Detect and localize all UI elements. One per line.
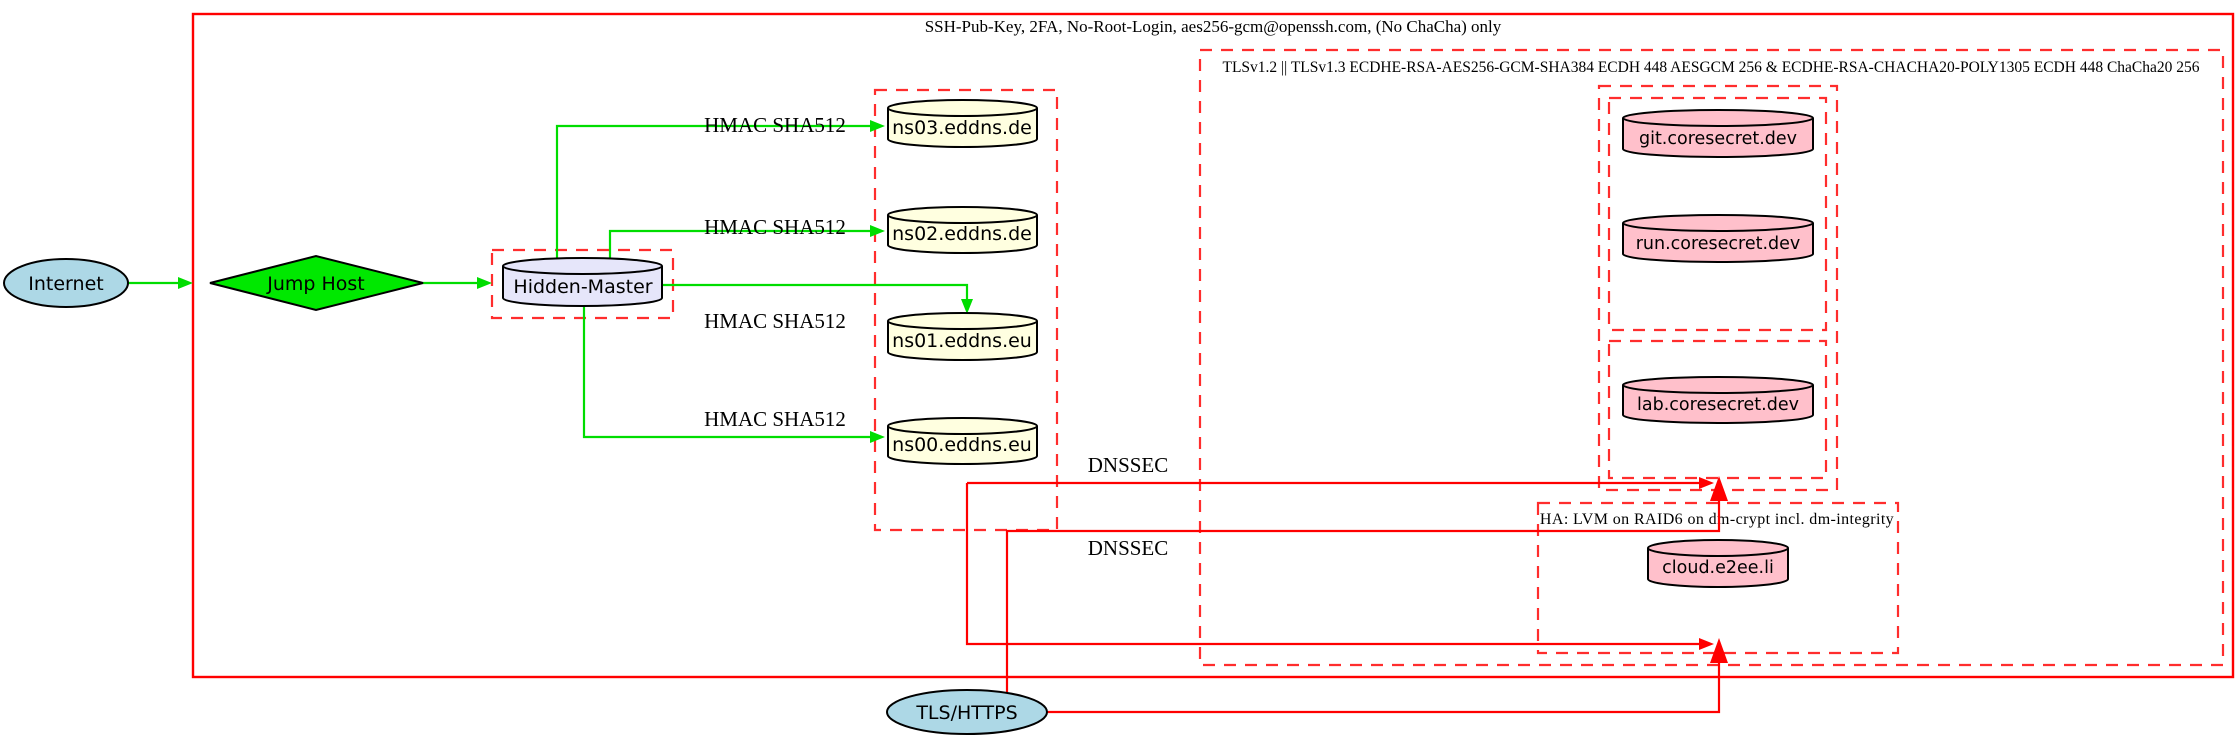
node-ns00-label: ns00.eddns.eu — [892, 434, 1032, 456]
node-jump-host-label: Jump Host — [266, 273, 365, 295]
arrowhead-right-icon — [870, 120, 885, 132]
tls-cluster-label: TLSv1.2 || TLSv1.3 ECDHE-RSA-AES256-GCM-… — [1222, 59, 2199, 76]
node-cloud-e2ee: cloud.e2ee.li — [1647, 539, 1789, 588]
node-run-label: run.coresecret.dev — [1636, 234, 1801, 254]
node-lab-coresecret: lab.coresecret.dev — [1622, 376, 1814, 424]
node-ns00: ns00.eddns.eu — [887, 417, 1038, 465]
edge-hiddenmaster-ns00 — [582, 303, 885, 443]
edge-dnssec-to-coresecret — [967, 477, 1714, 489]
edge-internet-jumphost — [128, 277, 193, 289]
node-ns01-label: ns01.eddns.eu — [892, 330, 1032, 352]
node-git-label: git.coresecret.dev — [1639, 129, 1797, 149]
node-run-coresecret: run.coresecret.dev — [1622, 214, 1814, 263]
ssh-cluster-label: SSH-Pub-Key, 2FA, No-Root-Login, aes256-… — [925, 17, 1502, 36]
coresecret-lab-cluster-box — [1607, 339, 1828, 480]
edge-label-hmac-ns02: HMAC SHA512 — [704, 215, 846, 239]
node-ns02: ns02.eddns.de — [887, 206, 1038, 254]
node-tls-https-label: TLS/HTTPS — [915, 702, 1017, 724]
tls-cluster-box — [1198, 48, 2225, 667]
edge-label-hmac-ns03: HMAC SHA512 — [704, 113, 846, 137]
node-ns02-label: ns02.eddns.de — [892, 223, 1032, 245]
edge-label-dnssec-2: DNSSEC — [1088, 536, 1169, 560]
arrowhead-right-icon — [870, 225, 885, 237]
arrowhead-right-icon — [477, 277, 492, 289]
arrowhead-right-icon — [870, 431, 885, 443]
coresecret-gitrun-cluster-box — [1607, 96, 1828, 332]
edge-label-hmac-ns00: HMAC SHA512 — [704, 407, 846, 431]
edge-hiddenmaster-ns03 — [555, 120, 885, 261]
arrowhead-up-icon — [1710, 638, 1728, 663]
node-internet-label: Internet — [28, 273, 103, 295]
node-cloud-label: cloud.e2ee.li — [1662, 558, 1774, 578]
edge-tlshttps-to-ha — [1047, 638, 1728, 714]
node-git-coresecret: git.coresecret.dev — [1622, 109, 1814, 158]
node-jump-host: Jump Host — [209, 254, 424, 312]
edge-label-dnssec-1: DNSSEC — [1088, 453, 1169, 477]
edge-hiddenmaster-ns02 — [608, 225, 885, 261]
arrowhead-right-icon — [178, 277, 193, 289]
edge-tlshttps-to-coresecret — [1005, 476, 1728, 692]
edge-hiddenmaster-ns01 — [662, 283, 973, 314]
node-hidden-master: Hidden-Master — [502, 257, 663, 307]
node-ns03-label: ns03.eddns.de — [892, 117, 1032, 139]
node-lab-label: lab.coresecret.dev — [1637, 395, 1799, 415]
edge-dnssec-to-ha — [965, 483, 1714, 650]
arrowhead-up-icon — [1710, 476, 1728, 501]
node-ns03: ns03.eddns.de — [887, 99, 1038, 148]
arrowhead-right-icon — [1699, 638, 1714, 650]
node-ns01: ns01.eddns.eu — [887, 312, 1038, 361]
node-tls-https: TLS/HTTPS — [886, 689, 1048, 735]
nameserver-cluster-box — [873, 88, 1059, 532]
arrowhead-right-icon — [1699, 477, 1714, 489]
ha-cluster-label: HA: LVM on RAID6 on dm-crypt incl. dm-in… — [1540, 511, 1894, 528]
edge-label-hmac-ns01: HMAC SHA512 — [704, 309, 846, 333]
outer-ssh-cluster-box — [191, 12, 2235, 679]
edge-jumphost-hiddenmaster — [423, 277, 492, 289]
node-internet: Internet — [3, 258, 129, 308]
node-hidden-master-label: Hidden-Master — [513, 276, 652, 298]
arrowhead-down-icon — [961, 299, 973, 314]
